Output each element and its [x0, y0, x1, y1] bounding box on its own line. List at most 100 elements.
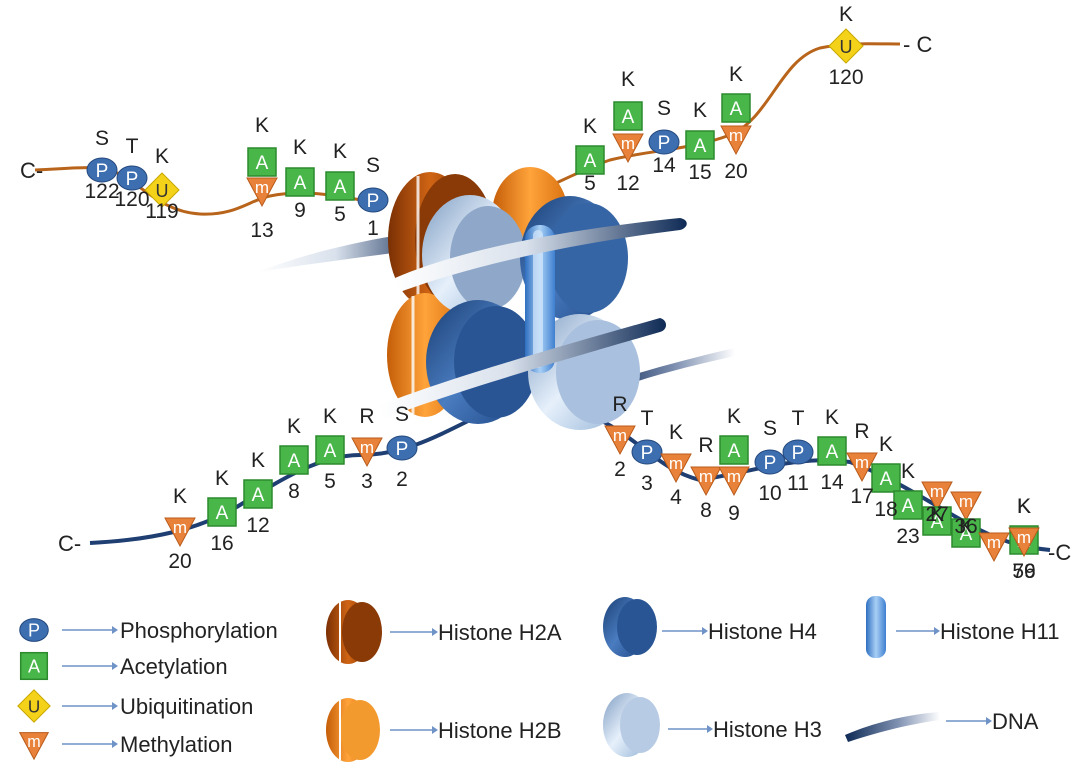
legend-h2a-icon	[326, 600, 382, 664]
svg-text:A: A	[694, 136, 707, 157]
svg-text:m: m	[930, 482, 944, 501]
h4-residue-3: K	[287, 415, 301, 438]
svg-text:m: m	[1017, 528, 1031, 547]
svg-text:A: A	[728, 441, 741, 462]
h2b-mark-0: A	[575, 145, 605, 175]
dna-wrap-upper	[395, 218, 687, 292]
h3-mark-12: m	[921, 481, 953, 512]
svg-text:P: P	[367, 191, 380, 212]
h3-mark-3: m	[690, 466, 722, 497]
svg-text:A: A	[256, 153, 269, 174]
legend-h11-icon	[866, 596, 886, 658]
h3-residue-4: K	[727, 405, 741, 428]
svg-text:m: m	[621, 134, 635, 153]
h2b-position-1: 12	[616, 172, 639, 195]
h2a-residue-3: K	[255, 114, 269, 137]
h2a-mark-3: A	[247, 147, 277, 177]
svg-text:A: A	[252, 485, 265, 506]
legend-ubiquitination-icon: U	[17, 689, 51, 723]
svg-text:U: U	[840, 37, 853, 57]
h3-position-2: 4	[670, 486, 682, 509]
h2a-position-3: 13	[250, 219, 273, 242]
nucleosome-core	[380, 167, 687, 430]
h2a-mark-2: U	[144, 172, 180, 208]
svg-text:m: m	[729, 126, 743, 145]
h3-residue-8: K	[825, 406, 839, 429]
h3-position-0: 2	[614, 458, 626, 481]
h3-mark-5: m	[718, 466, 750, 497]
h2b-residue-7: K	[839, 3, 853, 26]
h4-mark-3: A	[279, 445, 309, 475]
legend-methylation-icon: m	[18, 732, 50, 761]
h3-position-8: 14	[820, 471, 844, 494]
svg-text:A: A	[584, 151, 597, 172]
svg-text:A: A	[622, 107, 635, 128]
h4-residue-1: K	[215, 467, 229, 490]
h3-position-6: 10	[758, 482, 781, 505]
h3-mark-4: A	[719, 435, 749, 465]
h2b-position-7: 120	[828, 66, 863, 89]
h4-mark-4: A	[315, 435, 345, 465]
h3-residue-13: K	[930, 503, 944, 526]
h2b-mark-1: A	[613, 101, 643, 131]
h3-residue-11: K	[901, 460, 915, 483]
h4-mark-0: m	[164, 517, 196, 548]
h3-position-7: 11	[787, 472, 809, 495]
h3-residue-10: K	[879, 433, 893, 456]
svg-text:P: P	[396, 439, 409, 460]
svg-text:m: m	[255, 178, 269, 197]
legend-h4-icon	[603, 597, 657, 657]
histone-h11-linker	[525, 225, 555, 373]
svg-text:A: A	[324, 441, 337, 462]
h3-mark-16: m	[978, 532, 1010, 563]
svg-text:P: P	[96, 161, 109, 182]
dna-strand-lower-right	[600, 348, 735, 395]
h2a-mark-4: m	[246, 177, 278, 208]
svg-text:P: P	[764, 453, 777, 474]
h3-residue-17: K	[1017, 495, 1031, 518]
h3-residue-6: S	[763, 417, 777, 440]
h2b-residue-5: K	[729, 63, 743, 86]
h2b-mark-4: A	[685, 130, 715, 160]
legend-phosphorylation-icon: P	[19, 618, 49, 642]
h2b-mark-7: U	[828, 28, 864, 64]
h2a-position-6: 5	[334, 203, 346, 226]
svg-text:A: A	[931, 512, 944, 533]
legend-h2a-label: Histone H2A	[438, 620, 562, 645]
h3-position-15: 36	[954, 515, 977, 538]
svg-text:P: P	[658, 133, 671, 154]
svg-text:m: m	[699, 467, 713, 486]
svg-text:A: A	[960, 524, 973, 545]
svg-text:A: A	[730, 99, 743, 120]
h3-position-10: 18	[874, 498, 897, 521]
legend-h3-icon	[603, 693, 660, 757]
h2a-mark-7: P	[357, 187, 389, 213]
h2a-residue-0: S	[95, 127, 109, 150]
svg-text:A: A	[334, 177, 347, 198]
svg-text:U: U	[28, 698, 40, 717]
svg-text:A: A	[216, 503, 229, 524]
h3-position-18: 79	[1012, 560, 1035, 583]
h3-position-4: 9	[728, 502, 740, 525]
h4-position-1: 16	[210, 532, 233, 555]
h3-mark-0: m	[604, 425, 636, 456]
svg-text:m: m	[855, 453, 869, 472]
dna-strand-upper-left	[258, 232, 430, 272]
h2a-position-1: 120	[114, 188, 149, 211]
h4-position-2: 12	[246, 514, 269, 537]
h4-residue-5: R	[359, 405, 374, 428]
h4-c-terminus-label: C-	[58, 531, 81, 556]
legend-dna-icon	[845, 712, 940, 742]
h2b-mark-6: m	[720, 125, 752, 156]
svg-text:A: A	[294, 173, 307, 194]
h3-position-17: 56	[1012, 560, 1035, 583]
svg-text:A: A	[826, 442, 839, 463]
h4-residue-6: S	[395, 403, 409, 426]
h4-tail-line	[89, 418, 471, 545]
h4-position-5: 3	[361, 470, 373, 493]
h3-mark-1: P	[631, 439, 663, 465]
legend-acetylation-icon: A	[19, 651, 49, 681]
h3-position-3: 8	[700, 499, 712, 522]
